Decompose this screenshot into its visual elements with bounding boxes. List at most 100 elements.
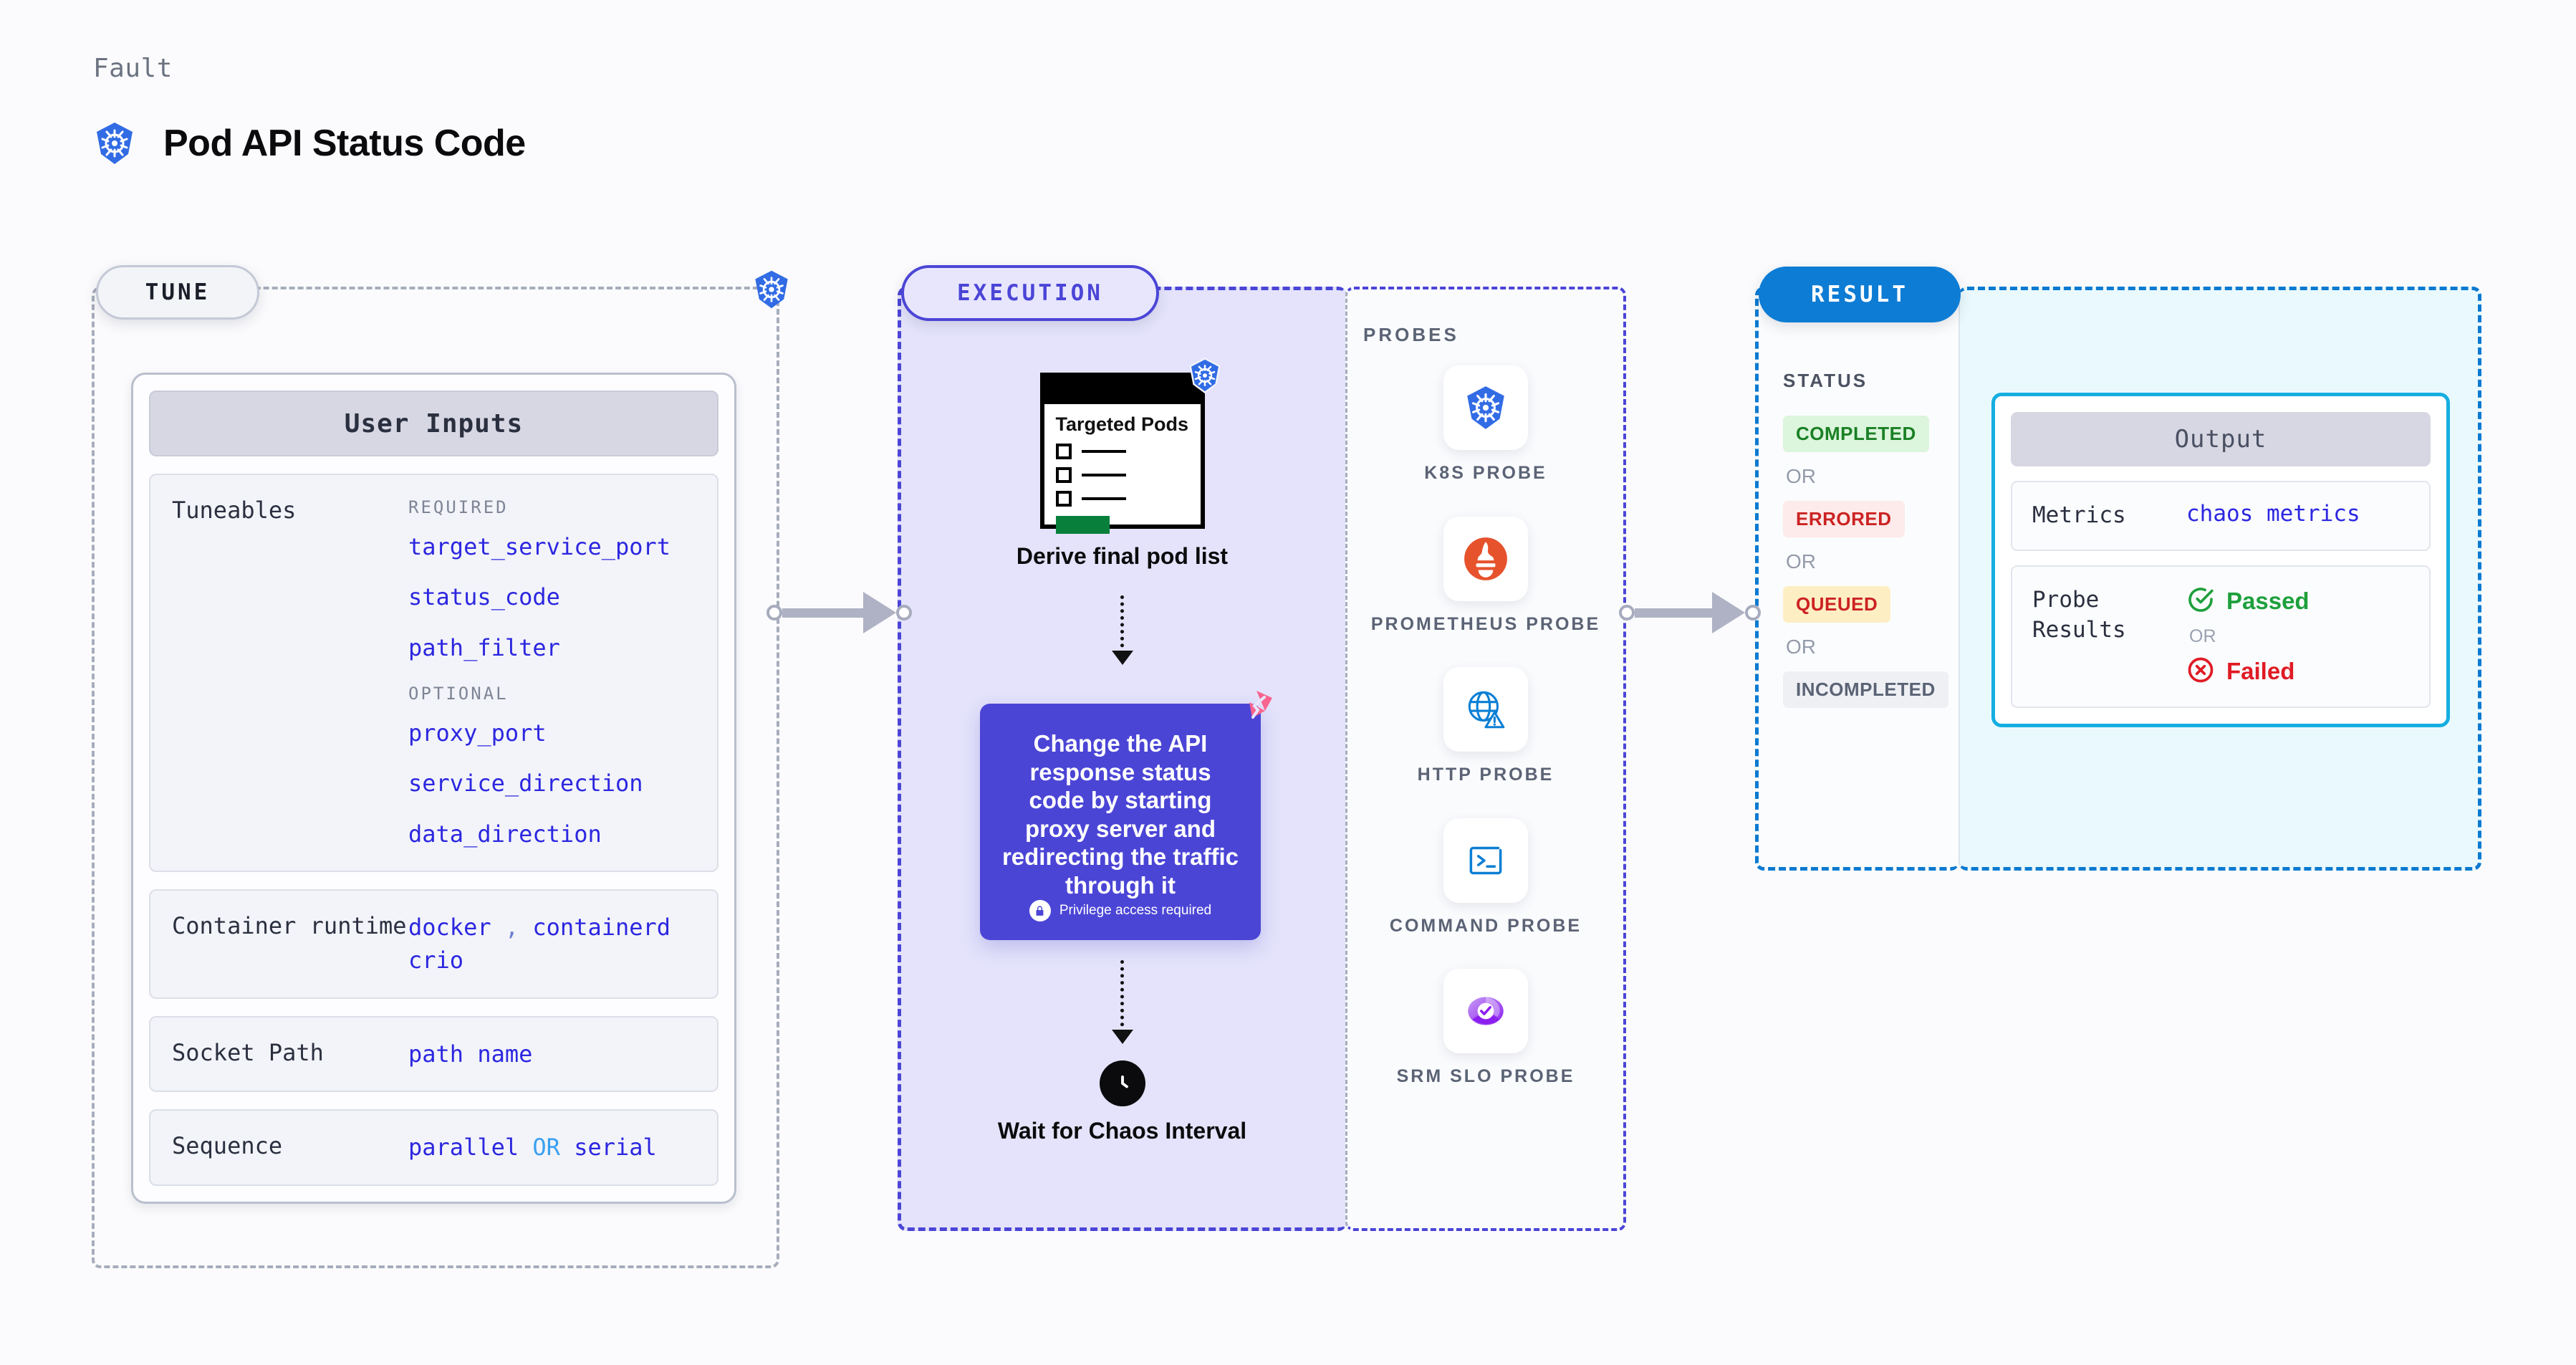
pod-row [1055, 466, 1189, 483]
probe-item-http[interactable]: HTTP PROBE [1345, 667, 1626, 787]
status-badge-label: COMPLETED [1783, 416, 1929, 452]
derive-pod-list-caption: Derive final pod list [1016, 543, 1229, 569]
socket-path-value[interactable]: path name [408, 1040, 533, 1068]
required-group-label: REQUIRED [408, 497, 509, 517]
placeholder-line [1081, 497, 1126, 500]
tuneable-item[interactable]: data_direction [408, 820, 602, 848]
sequence-values: parallel OR serial [408, 1131, 696, 1164]
status-list: COMPLETED OR ERRORED OR QUEUED OR INCOMP… [1783, 416, 1948, 708]
tuneable-item[interactable]: target_service_port [408, 532, 671, 560]
sequence-value-serial[interactable]: serial [574, 1134, 657, 1162]
privilege-note: Privilege access required [1000, 900, 1241, 926]
connector-end-dot [1745, 605, 1761, 621]
probe-label: COMMAND PROBE [1389, 915, 1582, 936]
probe-item-k8s[interactable]: K8S PROBE [1345, 365, 1626, 485]
targeted-pods-illustration: Targeted Pods [1039, 358, 1221, 534]
probe-results-block: Probe Results Passed OR [2011, 565, 2431, 708]
socket-path-block: Socket Path path name [149, 1015, 719, 1093]
tuneable-item[interactable]: path_filter [408, 633, 560, 661]
connector-start-dot [766, 605, 782, 621]
probe-item-prometheus[interactable]: PROMETHEUS PROBE [1345, 516, 1626, 636]
value-separator: , [504, 913, 519, 941]
status-badge-label: ERRORED [1783, 501, 1905, 537]
probe-results-label: Probe Results [2032, 586, 2126, 643]
connector-start-dot [1619, 605, 1635, 621]
check-circle-icon [2186, 585, 2215, 618]
page-title: Pod API Status Code [163, 123, 526, 164]
status-or-label: OR [1786, 465, 1816, 487]
tuneable-item[interactable]: status_code [408, 583, 560, 611]
probe-item-srm-slo[interactable]: SRM SLO PROBE [1345, 969, 1626, 1088]
placeholder-line [1081, 449, 1126, 453]
pod-row [1055, 443, 1189, 459]
harness-icon [1231, 686, 1277, 736]
container-runtime-block: Container runtime docker , containerd cr… [149, 889, 719, 999]
container-runtime-label: Container runtime [172, 911, 407, 939]
status-badge-queued: QUEUED [1783, 586, 1948, 623]
kubernetes-icon [1443, 365, 1528, 450]
card-body: Targeted Pods [1044, 404, 1201, 534]
probe-result-passed: Passed [2186, 585, 2310, 618]
result-pill[interactable]: RESULT [1759, 267, 1961, 322]
status-title: STATUS [1783, 370, 1868, 391]
runtime-value[interactable]: containerd [532, 913, 671, 941]
probes-title: PROBES [1363, 324, 1459, 345]
probe-label: HTTP PROBE [1417, 765, 1554, 785]
derive-pod-list-node: Targeted Pods [898, 358, 1347, 570]
flow-arrow-down [1112, 651, 1133, 665]
metrics-value[interactable]: chaos metrics [2186, 501, 2360, 527]
x-circle-icon [2186, 656, 2215, 688]
wait-chaos-interval-node: Wait for Chaos Interval [898, 1060, 1347, 1145]
status-badge-incompleted: INCOMPLETED [1783, 671, 1948, 708]
placeholder-line [1081, 473, 1126, 476]
probe-label: K8S PROBE [1424, 463, 1547, 483]
metrics-label: Metrics [2032, 502, 2126, 528]
user-inputs-title: User Inputs [149, 391, 719, 456]
output-title: Output [2011, 412, 2431, 466]
connector-arrowhead [863, 592, 896, 633]
container-runtime-values: docker , containerd crio [408, 911, 696, 977]
status-badge-label: INCOMPLETED [1783, 671, 1948, 708]
flow-arrow-down [1112, 1030, 1133, 1044]
output-card: Output Metrics chaos metrics Probe Resul… [1991, 393, 2450, 727]
status-or-label: OR [1786, 550, 1816, 573]
tuneable-item[interactable]: proxy_port [408, 719, 547, 747]
kubernetes-icon [92, 120, 138, 166]
progress-bar [1055, 515, 1110, 534]
tuneables-values: REQUIRED target_service_port status_code… [408, 495, 696, 851]
connector-bar [1635, 608, 1714, 618]
tuneables-block: Tuneables REQUIRED target_service_port s… [149, 474, 719, 872]
prometheus-icon [1443, 516, 1528, 601]
socket-path-label: Socket Path [172, 1038, 324, 1066]
targeted-pods-card: Targeted Pods [1039, 373, 1205, 534]
sequence-or-keyword: OR [532, 1134, 560, 1162]
globe-warning-icon [1443, 667, 1528, 752]
checkbox-icon [1055, 490, 1072, 507]
sequence-value-parallel[interactable]: parallel [408, 1134, 519, 1162]
privilege-note-text: Privilege access required [1059, 903, 1212, 918]
tuneable-item[interactable]: service_direction [408, 770, 643, 798]
lock-icon [1029, 900, 1051, 921]
checkbox-icon [1055, 466, 1072, 483]
tune-section-frame [92, 287, 779, 1268]
probe-result-passed-label: Passed [2226, 588, 2310, 615]
fault-eyebrow: Fault [93, 54, 173, 83]
checkbox-icon [1055, 443, 1072, 459]
status-badge-completed: COMPLETED [1783, 416, 1948, 452]
targeted-pods-title: Targeted Pods [1055, 413, 1189, 435]
execution-action-text: Change the API response status code by s… [1001, 730, 1239, 899]
kubernetes-icon [751, 269, 792, 314]
probe-item-command[interactable]: COMMAND PROBE [1345, 818, 1626, 938]
flow-dotted-line [1120, 595, 1124, 654]
tune-pill[interactable]: TUNE [96, 265, 259, 320]
optional-group-label: OPTIONAL [408, 683, 509, 704]
runtime-value[interactable]: crio [408, 947, 464, 974]
execution-pill[interactable]: EXECUTION [901, 265, 1159, 321]
runtime-value[interactable]: docker [408, 913, 491, 941]
kubernetes-icon [1186, 357, 1224, 398]
card-titlebar [1044, 377, 1201, 404]
srm-slo-icon [1443, 969, 1528, 1053]
connector-tune-to-execution [766, 592, 912, 633]
connector-end-dot [896, 605, 912, 621]
